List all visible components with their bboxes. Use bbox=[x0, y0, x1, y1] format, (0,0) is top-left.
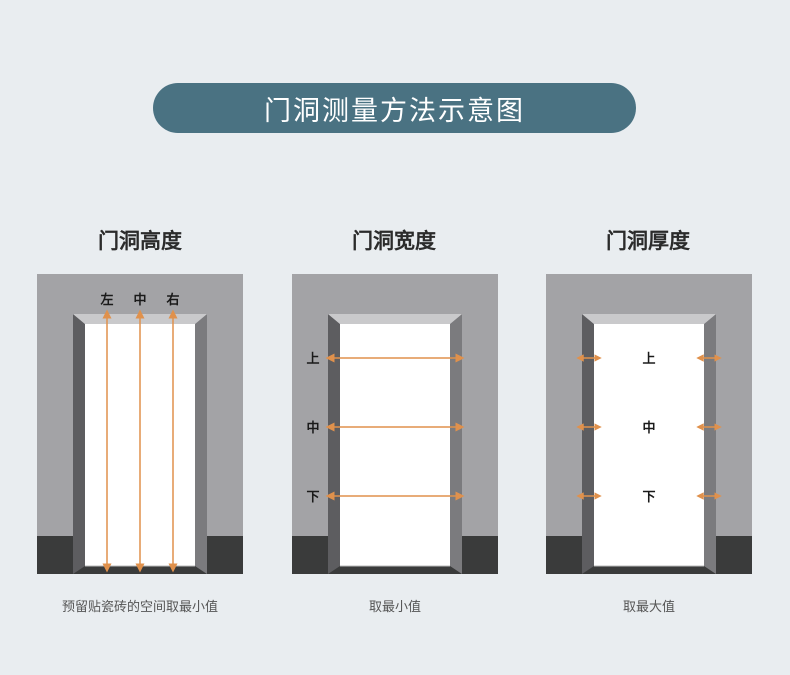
door-jamb-right bbox=[704, 314, 716, 574]
door-opening bbox=[340, 324, 450, 566]
panel-title-height: 门洞高度 bbox=[98, 229, 182, 253]
label-top: 上 bbox=[642, 352, 655, 367]
label-bottom: 下 bbox=[642, 490, 655, 505]
caption-thickness: 取最大值 bbox=[622, 600, 675, 615]
title-banner: 门洞测量方法示意图 bbox=[153, 83, 636, 133]
label-bottom: 下 bbox=[306, 490, 319, 505]
caption-height: 预留贴瓷砖的空间取最小值 bbox=[61, 600, 218, 615]
label-right: 右 bbox=[165, 292, 179, 308]
door-lintel bbox=[582, 314, 716, 324]
caption-width: 取最小值 bbox=[368, 600, 421, 615]
door-jamb-right bbox=[450, 314, 462, 574]
label-center: 中 bbox=[133, 292, 146, 308]
page-title: 门洞测量方法示意图 bbox=[264, 95, 525, 127]
door-diagram-width: 上 中 下 bbox=[292, 274, 498, 574]
door-jamb-left bbox=[582, 314, 594, 574]
door-jamb-right bbox=[195, 314, 207, 574]
door-diagram-height: 左 中 右 bbox=[37, 274, 243, 574]
door-jamb-left bbox=[328, 314, 340, 574]
panel-title-width: 门洞宽度 bbox=[352, 229, 436, 253]
label-left: 左 bbox=[100, 292, 113, 308]
panel-title-thickness: 门洞厚度 bbox=[606, 229, 690, 253]
door-lintel bbox=[328, 314, 462, 324]
door-opening bbox=[594, 324, 704, 566]
door-jamb-left bbox=[73, 314, 85, 574]
label-middle: 中 bbox=[306, 420, 319, 436]
label-top: 上 bbox=[306, 352, 319, 367]
label-middle: 中 bbox=[642, 420, 655, 436]
door-diagram-thickness: 上 中 下 bbox=[546, 274, 752, 574]
